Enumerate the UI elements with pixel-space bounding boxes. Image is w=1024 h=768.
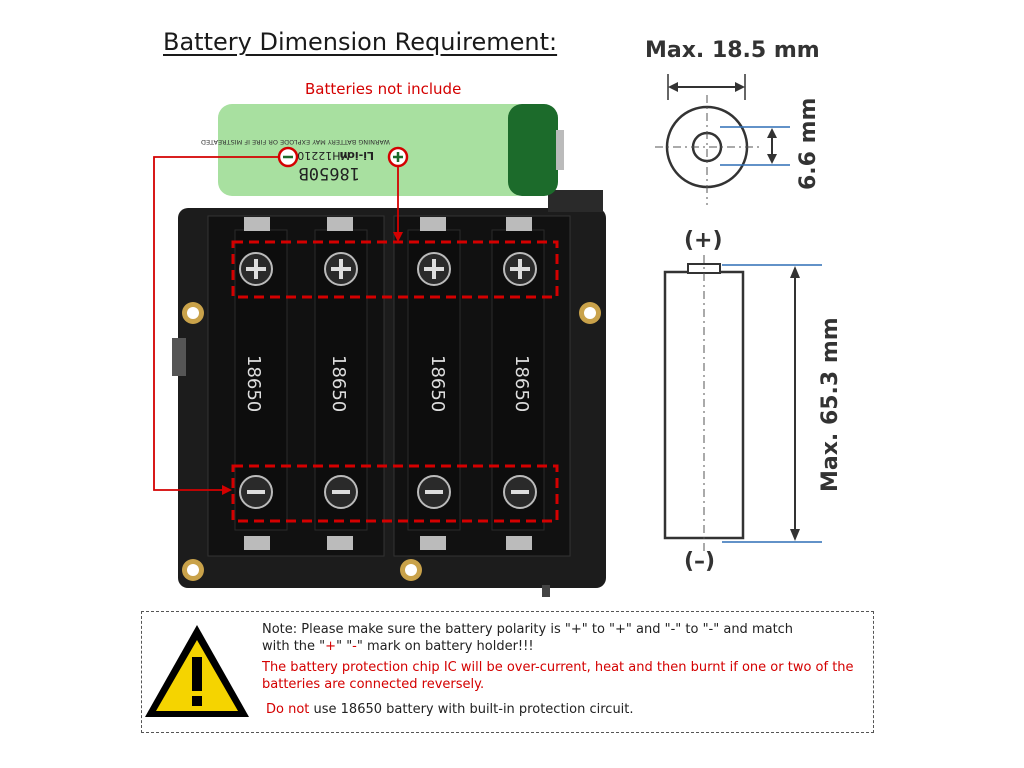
plus-terminal-icon	[503, 252, 537, 286]
battery-plus-icon	[387, 146, 409, 168]
minus-terminal-icon	[503, 475, 537, 509]
slot-label-4: 18650	[511, 355, 532, 412]
minus-terminal-icon	[324, 475, 358, 509]
max-length-label: Max. 65.3 mm	[818, 317, 843, 492]
negative-end-label: (–)	[684, 549, 716, 574]
minus-terminal-icon	[417, 475, 451, 509]
warning-line-3: Do not use 18650 battery with built-in p…	[266, 702, 634, 717]
svg-text:Li-ion: Li-ion	[339, 149, 374, 162]
negative-terminal-highlight	[231, 464, 559, 523]
svg-text:18650B: 18650B	[299, 163, 360, 183]
battery-minus-icon	[277, 146, 299, 168]
slot-label-1: 18650	[243, 355, 264, 412]
page-title: Battery Dimension Requirement:	[163, 28, 558, 56]
warning-line-1: Note: Please make sure the battery polar…	[262, 622, 794, 654]
battery-side-view	[663, 255, 822, 555]
warning-text: Note: Please make sure the battery polar…	[262, 621, 862, 722]
polarity-arrows	[153, 156, 403, 495]
plus-terminal-icon	[239, 252, 273, 286]
max-diameter-label: Max. 18.5 mm	[645, 38, 820, 63]
minus-terminal-icon	[239, 475, 273, 509]
warning-line-2: The battery protection chip IC will be o…	[262, 660, 854, 692]
svg-text:MH12210: MH12210	[297, 149, 350, 162]
positive-terminal-highlight	[231, 240, 559, 299]
positive-end-label: (+)	[684, 228, 723, 253]
plus-terminal-icon	[417, 252, 451, 286]
terminal-diameter-label: 6.6 mm	[796, 97, 821, 190]
battery-top-view	[655, 74, 790, 205]
slot-labels: 18650 18650 18650 18650	[243, 355, 532, 412]
plus-terminal-icon	[324, 252, 358, 286]
negative-terminals	[239, 475, 537, 509]
batteries-not-included-note: Batteries not include	[305, 80, 462, 98]
svg-text:WARNING BATTERY MAY EXPLODE OR: WARNING BATTERY MAY EXPLODE OR FIRE IF M…	[201, 138, 390, 146]
warning-box	[141, 611, 874, 733]
slot-label-2: 18650	[328, 355, 349, 412]
warning-icon	[145, 625, 249, 717]
positive-terminals	[239, 252, 537, 286]
slot-label-3: 18650	[427, 355, 448, 412]
battery-cell: WARNING BATTERY MAY EXPLODE OR FIRE IF M…	[201, 104, 564, 196]
